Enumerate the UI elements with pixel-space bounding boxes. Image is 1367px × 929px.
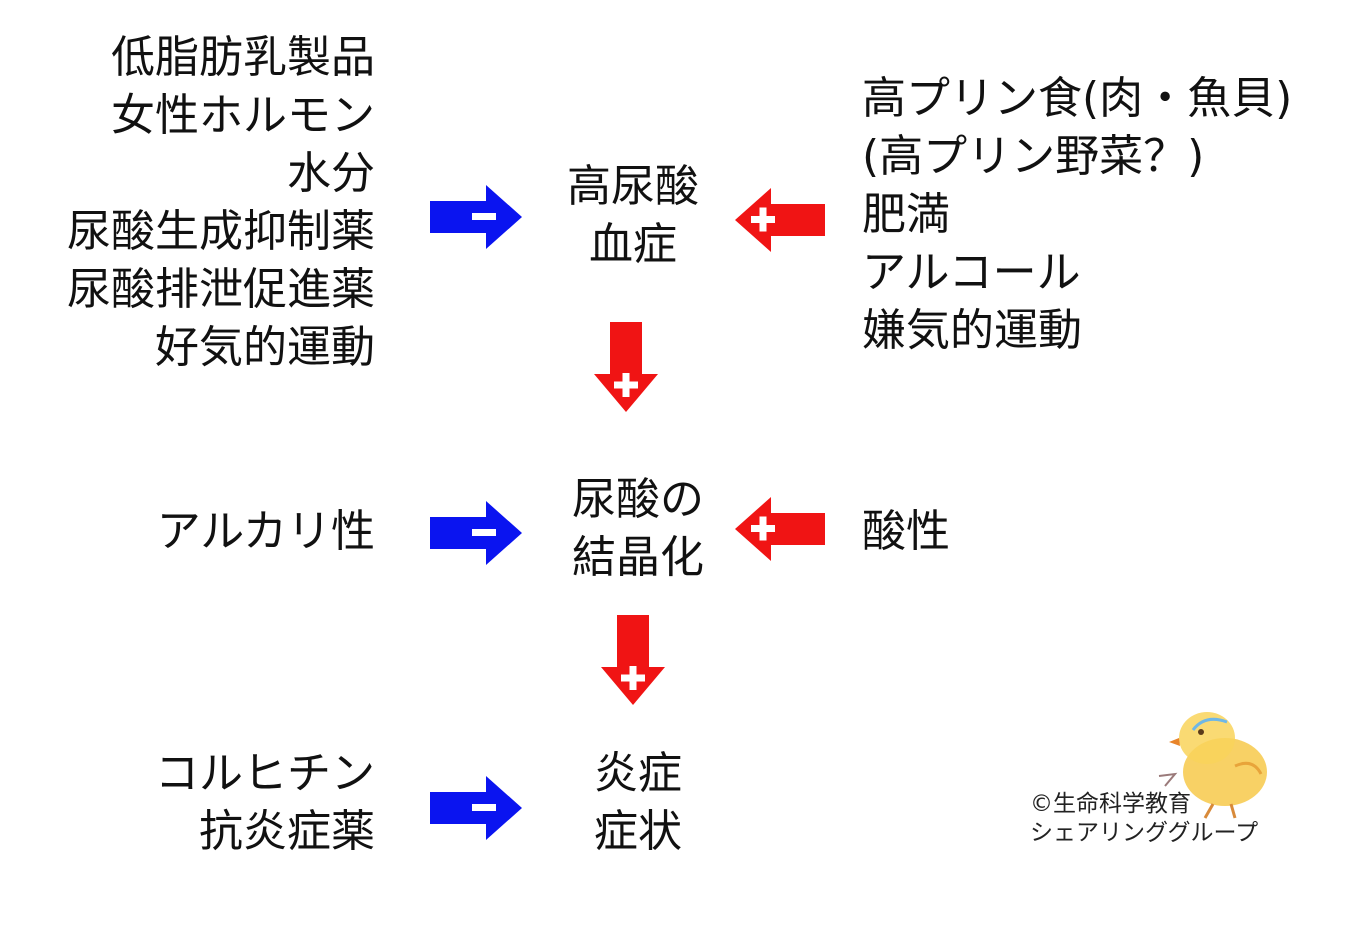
credit-line: ©生命科学教育 xyxy=(1030,791,1191,817)
lowering-factors-hyperuricemia: 低脂肪乳製品 女性ホルモン 水分 尿酸生成抑制薬 尿酸排泄促進薬 好気的運動 xyxy=(67,29,375,377)
lowering-factors-inflammation: コルヒチン 抗炎症薬 xyxy=(155,745,375,861)
node-hyperuricemia: 高尿酸 血症 xyxy=(533,158,733,274)
factor-label: 尿酸生成抑制薬 xyxy=(67,206,375,257)
node-label: 血症 xyxy=(589,219,677,270)
raising-factors-hyperuricemia: 高プリン食(肉・魚貝) (高プリン野菜？) 肥満 アルコール 嫌気的運動 xyxy=(862,70,1292,360)
promote-arrow-to-crystallization xyxy=(594,322,658,412)
factor-label: (高プリン野菜？) xyxy=(862,131,1205,182)
inhibit-arrow-crystallization xyxy=(430,501,522,565)
factor-label: 女性ホルモン xyxy=(111,90,375,141)
factor-label: 嫌気的運動 xyxy=(862,305,1082,356)
factor-label: 酸性 xyxy=(862,506,950,557)
inhibit-arrow-hyperuricemia xyxy=(430,185,522,249)
factor-label: 水分 xyxy=(287,148,375,199)
promote-arrow-hyperuricemia xyxy=(735,188,825,252)
copyright-credit: ©生命科学教育 シェアリンググループ xyxy=(1030,790,1258,848)
node-label: 尿酸の xyxy=(572,474,704,525)
factor-label: 抗炎症薬 xyxy=(199,806,375,857)
node-inflammation: 炎症 症状 xyxy=(538,745,738,861)
inhibit-arrow-inflammation xyxy=(430,776,522,840)
factor-label: 高プリン食(肉・魚貝) xyxy=(862,73,1293,124)
node-label: 症状 xyxy=(594,806,682,857)
node-label: 結晶化 xyxy=(572,532,704,583)
raising-factors-crystallization: 酸性 xyxy=(862,503,950,561)
factor-label: 尿酸排泄促進薬 xyxy=(67,264,375,315)
factor-label: コルヒチン xyxy=(155,748,375,799)
factor-label: アルカリ性 xyxy=(156,506,375,557)
promote-arrow-to-inflammation xyxy=(601,615,665,705)
factor-label: 低脂肪乳製品 xyxy=(111,32,375,83)
node-crystallization: 尿酸の 結晶化 xyxy=(538,471,738,587)
node-label: 高尿酸 xyxy=(567,161,699,212)
node-label: 炎症 xyxy=(594,748,682,799)
credit-line: シェアリンググループ xyxy=(1030,820,1259,846)
lowering-factors-crystallization: アルカリ性 xyxy=(157,503,375,561)
promote-arrow-crystallization xyxy=(735,497,825,561)
factor-label: 肥満 xyxy=(862,189,950,240)
chick-icon xyxy=(1158,712,1267,819)
factor-label: 好気的運動 xyxy=(155,322,375,373)
factor-label: アルコール xyxy=(862,247,1081,298)
